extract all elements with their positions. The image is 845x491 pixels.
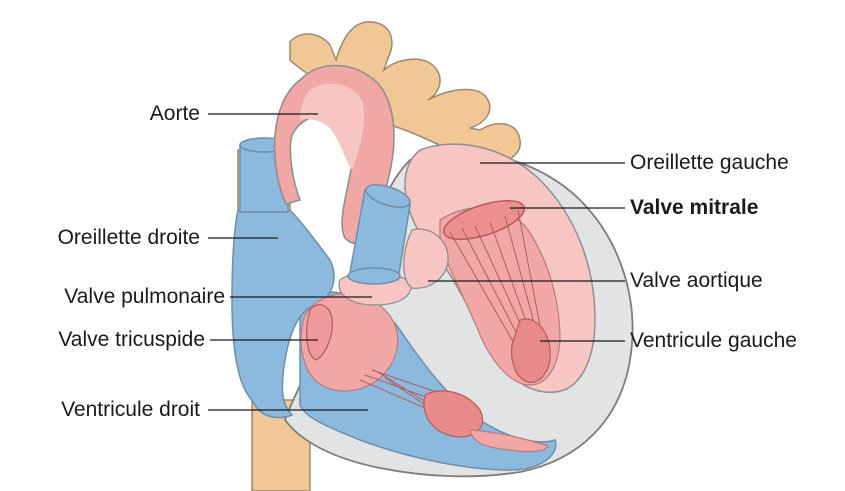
- aortic-highlight: [300, 84, 364, 170]
- label-valve-pulmonaire: Valve pulmonaire: [64, 285, 225, 309]
- label-ventricule-gauche: Ventricule gauche: [630, 329, 797, 353]
- pulmonary-trunk-base: [348, 268, 400, 284]
- label-valve-tricuspide: Valve tricuspide: [58, 328, 205, 352]
- label-oreillette-droite: Oreillette droite: [58, 226, 200, 250]
- label-valve-mitrale: Valve mitrale: [630, 196, 758, 220]
- label-ventricule-droit: Ventricule droit: [61, 398, 200, 422]
- label-aorte: Aorte: [150, 102, 200, 126]
- label-oreillette-gauche: Oreillette gauche: [630, 151, 789, 175]
- label-valve-aortique: Valve aortique: [630, 269, 763, 293]
